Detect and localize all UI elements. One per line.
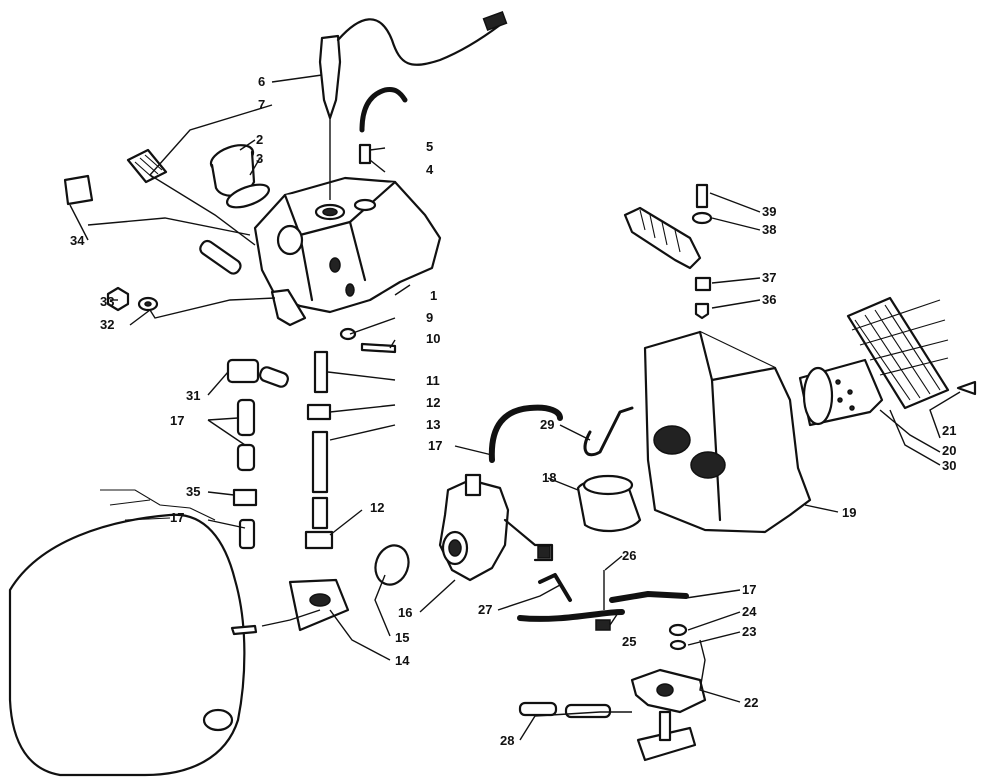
washer-bolt: [339, 327, 397, 354]
callout-11: 11: [426, 373, 440, 388]
intake-screen: [846, 296, 950, 410]
callout-27: 27: [478, 602, 492, 617]
callout-25: 25: [622, 634, 636, 649]
callout-31: 31: [186, 388, 200, 403]
callout-5: 5: [426, 139, 433, 154]
air-intake: [798, 358, 884, 427]
callout-35: 35: [186, 484, 200, 499]
callout-12: 12: [370, 500, 384, 515]
decal-34: [63, 174, 94, 206]
washers: [668, 623, 688, 651]
callout-14: 14: [395, 653, 410, 668]
leader-lines: [69, 74, 961, 741]
callout-17: 17: [170, 510, 184, 525]
callout-13: 13: [426, 417, 440, 432]
callout-10: 10: [426, 331, 440, 346]
callout-17: 17: [170, 413, 184, 428]
air-silencer: [643, 330, 812, 534]
oil-tank: [253, 176, 442, 314]
callout-23: 23: [742, 624, 756, 639]
callout-29: 29: [540, 417, 554, 432]
callout-3: 3: [256, 151, 263, 166]
clamp: [374, 544, 410, 586]
callout-21: 21: [942, 423, 956, 438]
fuel-pump: [630, 668, 707, 762]
callout-26: 26: [622, 548, 636, 563]
engine: [8, 489, 258, 777]
callout-38: 38: [762, 222, 776, 237]
callout-20: 20: [942, 443, 956, 458]
primer-valve: [226, 358, 289, 550]
callouts: 1 2 3 4 5 6 7 9 10 11 12 12 13 14 15 16 …: [70, 74, 956, 748]
fuel-hoses-28: [518, 701, 612, 719]
callout-34: 34: [70, 233, 85, 248]
tank-bracket: [199, 239, 307, 327]
callout-12: 12: [426, 395, 440, 410]
callout-7: 7: [258, 97, 265, 112]
carburetor: [438, 473, 554, 582]
callout-28: 28: [500, 733, 514, 748]
callout-15: 15: [395, 630, 409, 645]
callout-36: 36: [762, 292, 776, 307]
callout-1: 1: [430, 288, 437, 303]
grommet: [583, 406, 634, 457]
oil-line: [304, 350, 334, 550]
vent-hose: [359, 87, 408, 133]
impulse-hose: [488, 404, 563, 463]
screw-21: [956, 380, 977, 396]
decal: [126, 148, 168, 184]
callout-32: 32: [100, 317, 114, 332]
callout-22: 22: [744, 695, 758, 710]
callout-17: 17: [742, 582, 756, 597]
oil-level-sender: [318, 10, 508, 200]
callout-6: 6: [258, 74, 265, 89]
callout-2: 2: [256, 132, 263, 147]
callout-19: 19: [842, 505, 856, 520]
callout-39: 39: [762, 204, 776, 219]
callout-37: 37: [762, 270, 776, 285]
fitting-25: [595, 570, 611, 631]
oil-filler-cap: [209, 144, 271, 209]
silencer-mount: [623, 183, 713, 320]
callout-30: 30: [942, 458, 956, 473]
callout-33: 33: [100, 294, 114, 309]
silencer-adaptor: [576, 474, 642, 533]
nut-washer: [106, 286, 159, 312]
callout-24: 24: [742, 604, 757, 619]
callout-4: 4: [426, 162, 434, 177]
carb-flange: [288, 578, 350, 632]
callout-18: 18: [542, 470, 556, 485]
callout-17: 17: [428, 438, 442, 453]
fuel-lines: [517, 573, 689, 622]
callout-16: 16: [398, 605, 412, 620]
callout-9: 9: [426, 310, 433, 325]
fitting: [358, 143, 372, 165]
